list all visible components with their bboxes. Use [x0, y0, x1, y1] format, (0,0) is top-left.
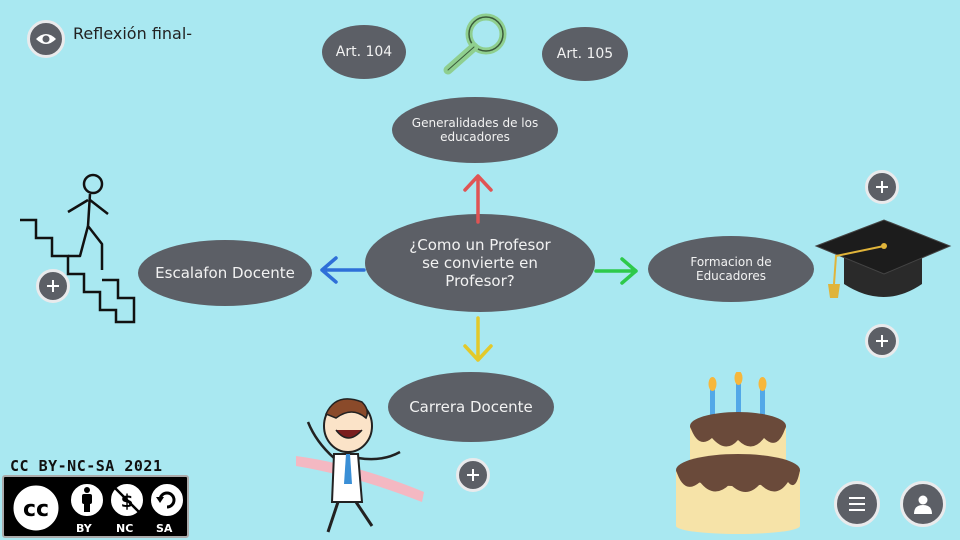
view-toggle-button[interactable]: [27, 20, 65, 58]
cake-icon: [676, 372, 800, 534]
magnifier-icon: [443, 13, 507, 75]
share-alike-icon: [149, 482, 185, 518]
carrera-bubble[interactable]: Carrera Docente: [388, 372, 554, 442]
menu-icon: [849, 497, 865, 511]
user-icon: [914, 495, 932, 514]
eye-icon: [36, 34, 56, 44]
graduation-cap-icon: [814, 219, 952, 298]
arrow-left: [320, 256, 366, 284]
carrera-plus-button[interactable]: [456, 458, 490, 492]
running-teacher-illustration: [296, 398, 424, 533]
stairs-icon: [20, 173, 136, 324]
art-104-bubble[interactable]: Art. 104: [322, 25, 406, 79]
user-button[interactable]: [900, 481, 946, 527]
menu-button[interactable]: [834, 481, 880, 527]
plus-icon: [876, 181, 888, 193]
license-nc-label: NC: [116, 522, 134, 535]
center-question-bubble[interactable]: ¿Como un Profesor se convierte en Profes…: [365, 214, 595, 312]
formacion-top-plus-button[interactable]: [865, 170, 899, 204]
art-105-bubble[interactable]: Art. 105: [542, 27, 628, 81]
arrow-down: [463, 316, 493, 362]
cc-logo-icon: cc: [10, 482, 62, 534]
license-sa-label: SA: [156, 522, 173, 535]
plus-icon: [467, 469, 479, 481]
plus-icon: [876, 335, 888, 347]
generalidades-bubble[interactable]: Generalidades de los educadores: [392, 97, 558, 163]
license-by-label: BY: [76, 522, 92, 535]
escalafon-bubble[interactable]: Escalafon Docente: [138, 240, 312, 306]
plus-icon: [47, 280, 59, 292]
attribution-icon: [69, 482, 105, 518]
formacion-bubble[interactable]: Formacion de Educadores: [648, 236, 814, 302]
non-commercial-icon: $: [109, 482, 145, 518]
arrow-up: [463, 174, 493, 224]
escalafon-plus-button[interactable]: [36, 269, 70, 303]
license-title: CC BY-NC-SA 2021: [10, 457, 163, 475]
page-title: Reflexión final-: [73, 24, 193, 43]
formacion-bottom-plus-button[interactable]: [865, 324, 899, 358]
license-badge[interactable]: cc $ BY NC SA: [2, 475, 189, 538]
arrow-right: [594, 257, 638, 285]
svg-text:cc: cc: [23, 497, 49, 522]
